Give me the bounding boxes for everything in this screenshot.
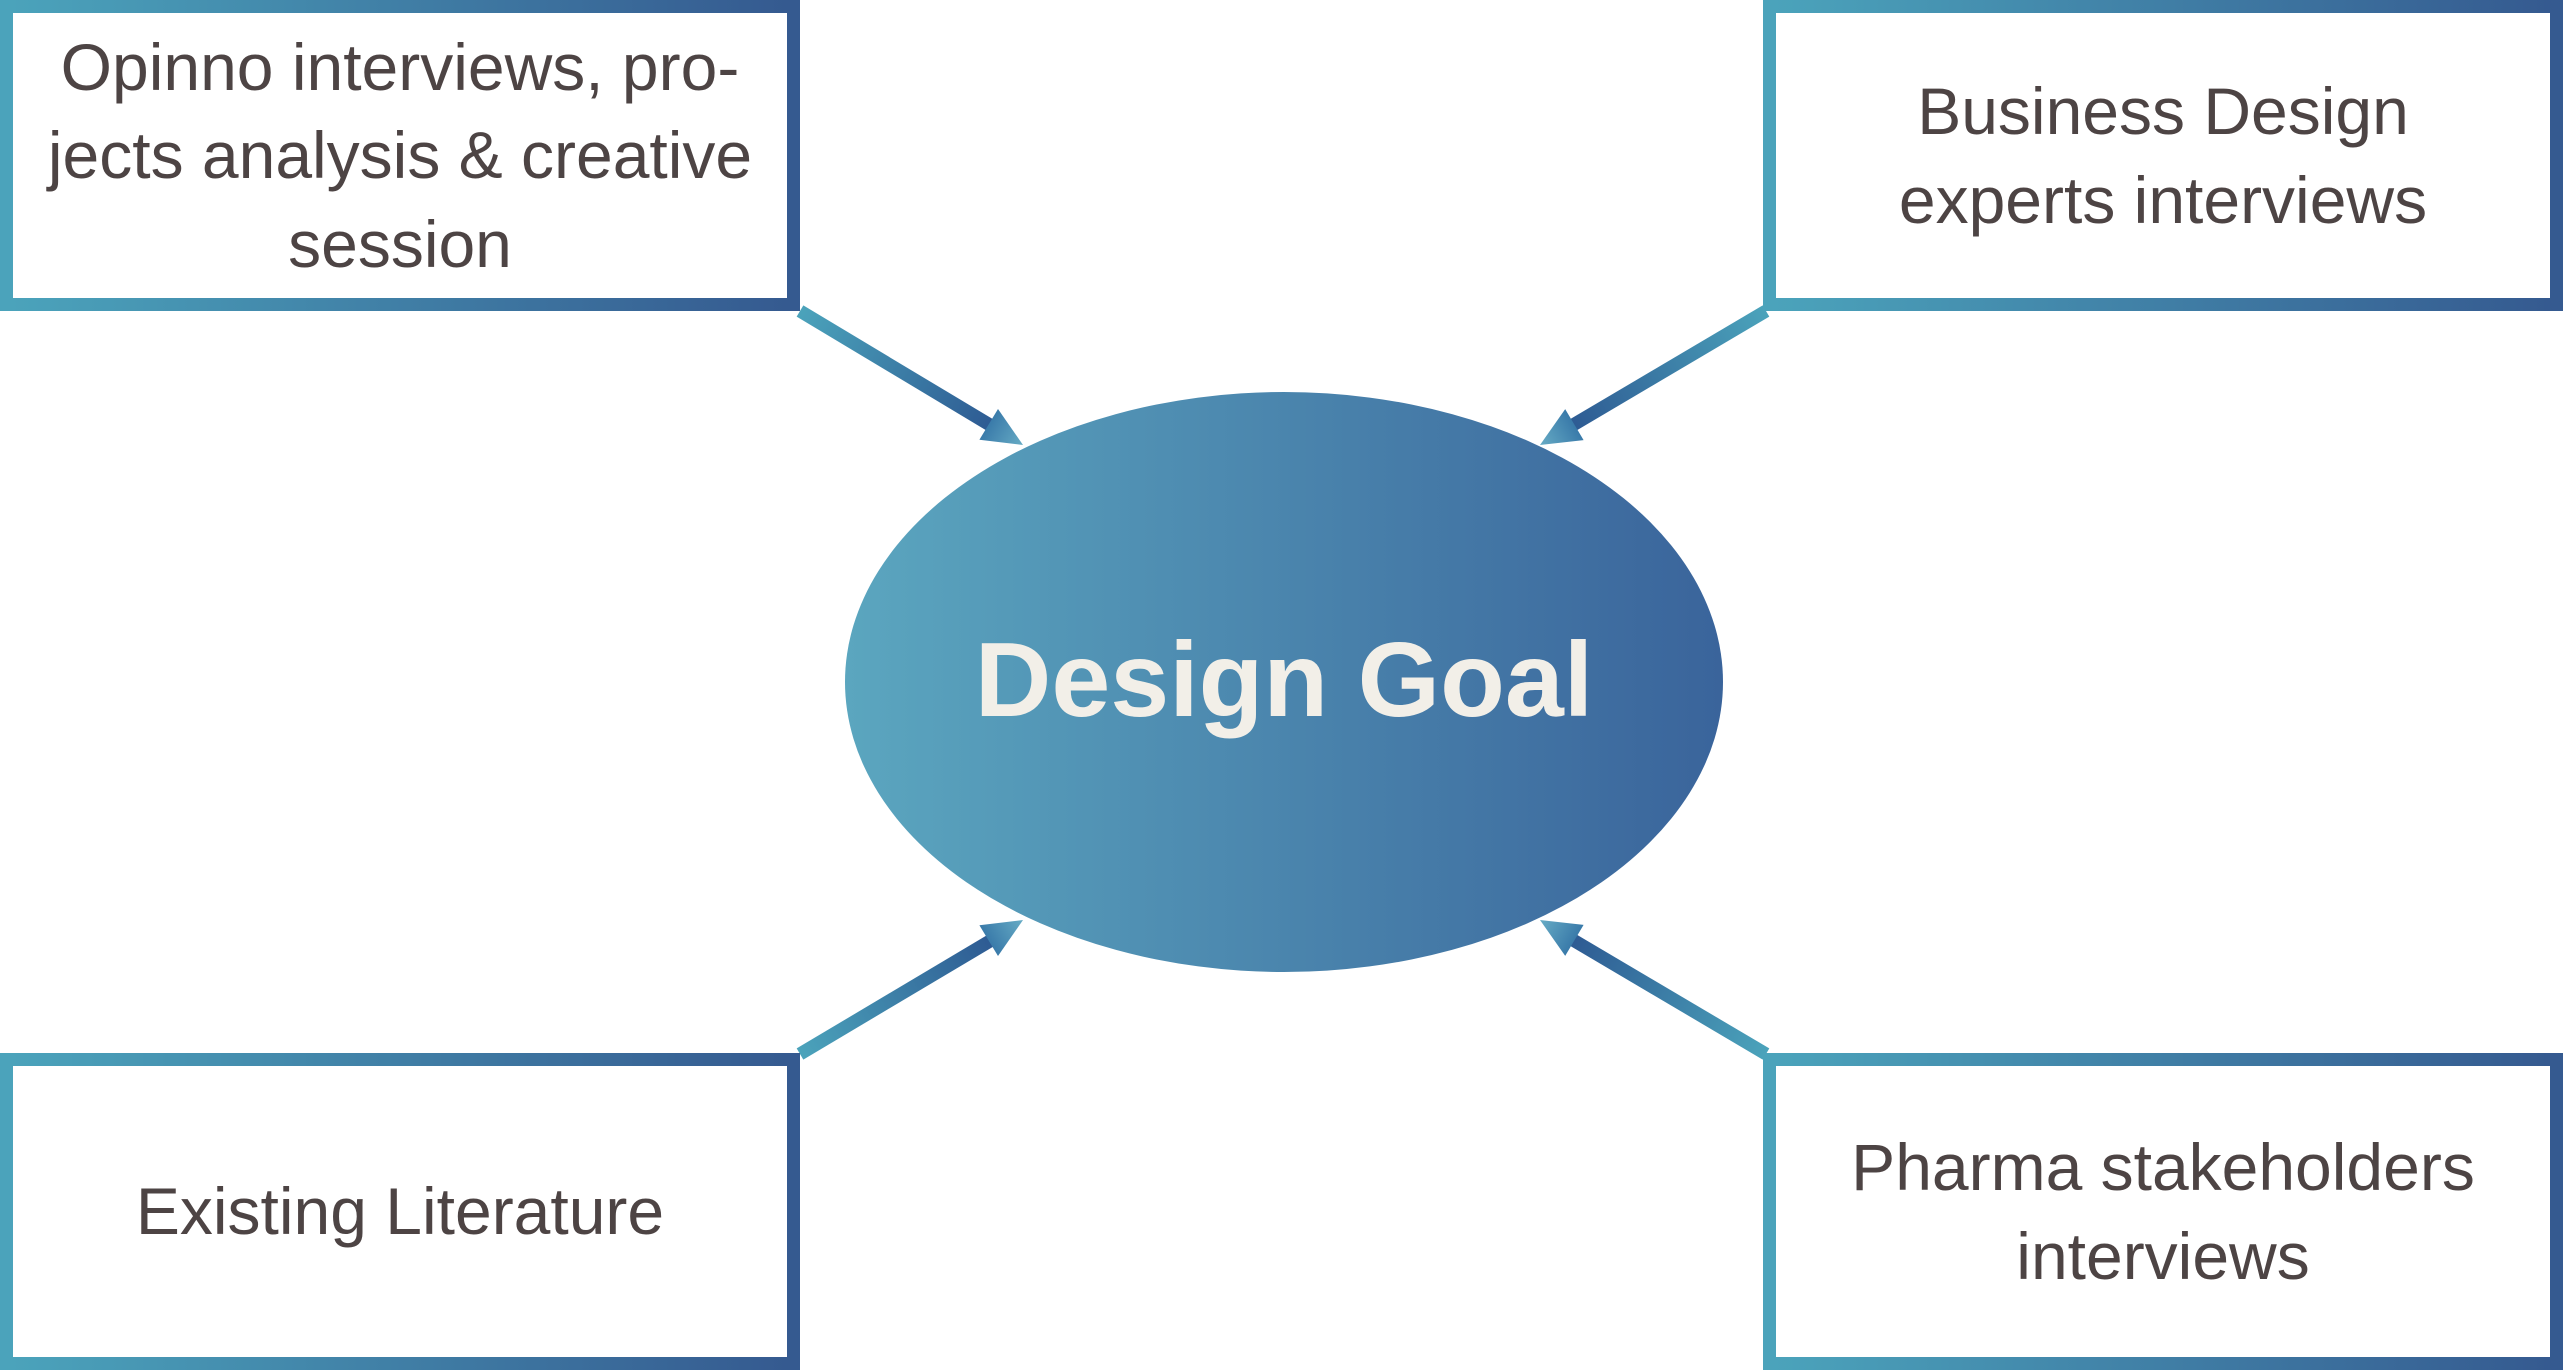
center-ellipse-design-goal: Design Goal <box>845 392 1723 972</box>
node-label: Business Design experts interviews <box>1898 74 2428 237</box>
node-label: Existing Literature <box>135 1174 665 1249</box>
node-business-design-experts: Business Design experts interviews <box>1763 0 2563 311</box>
arrow-bottom-right-to-center <box>1540 920 1770 1060</box>
node-label: Pharma stakeholders interviews <box>1851 1130 2475 1293</box>
arrowhead-icon <box>979 409 1023 445</box>
arrowhead-icon <box>1540 409 1584 445</box>
node-pharma-stakeholders: Pharma stakeholders interviews <box>1763 1053 2563 1370</box>
arrowhead-icon <box>979 920 1023 956</box>
arrow-top-right-to-center <box>1540 305 1770 445</box>
arrow-top-left-to-center <box>796 305 1023 445</box>
arrowhead-icon <box>1540 920 1584 956</box>
center-ellipse-label: Design Goal <box>974 620 1594 739</box>
arrow-bottom-left-to-center <box>796 920 1023 1060</box>
node-opinno-interviews: Opinno interviews, pro- jects analysis &… <box>0 0 800 311</box>
node-existing-literature: Existing Literature <box>0 1053 800 1370</box>
node-label: Opinno interviews, pro- jects analysis &… <box>47 29 753 281</box>
